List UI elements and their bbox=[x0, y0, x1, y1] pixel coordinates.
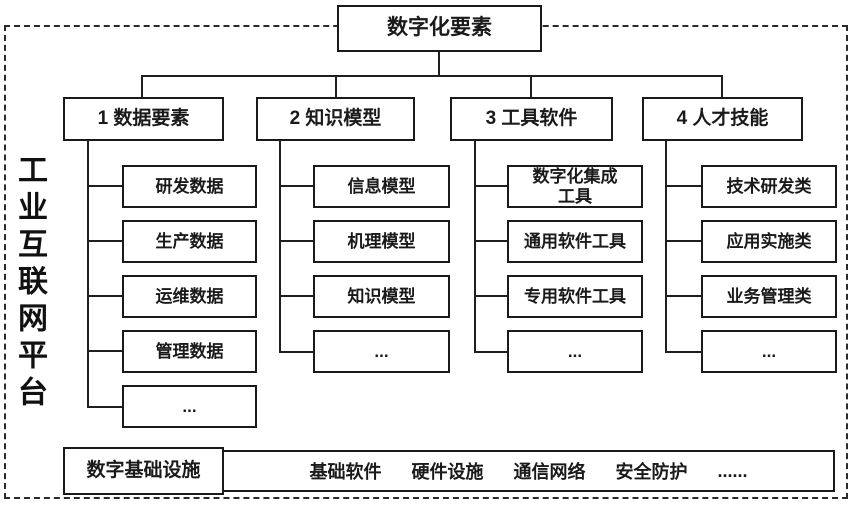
column-header-tool-software: 3 工具软件 bbox=[450, 97, 613, 141]
tree-node: 生产数据 bbox=[122, 220, 257, 263]
tree-node: 数字化集成 工具 bbox=[507, 165, 643, 208]
connector-line bbox=[87, 185, 123, 187]
platform-label: 工业互联网平台 bbox=[13, 153, 46, 413]
tree-node: 知识模型 bbox=[313, 275, 450, 318]
tree-node: 运维数据 bbox=[122, 275, 257, 318]
connector-line bbox=[87, 295, 123, 297]
connector-line bbox=[665, 351, 702, 353]
root-node: 数字化要素 bbox=[337, 5, 542, 52]
tree-node: 业务管理类 bbox=[701, 275, 837, 318]
connector-line bbox=[474, 141, 476, 353]
connector-line bbox=[279, 295, 314, 297]
connector-line bbox=[474, 295, 508, 297]
infrastructure-item: 安全防护 bbox=[615, 462, 688, 482]
infrastructure-item: ...... bbox=[717, 460, 748, 481]
connector-line bbox=[474, 240, 508, 242]
column-header-data-elements: 1 数据要素 bbox=[63, 97, 224, 141]
infrastructure-item: 硬件设施 bbox=[411, 462, 484, 482]
tree-node: ... bbox=[122, 385, 257, 428]
tree-node: ... bbox=[507, 330, 643, 373]
connector-line bbox=[721, 75, 723, 97]
connector-line bbox=[474, 351, 508, 353]
tree-node: 专用软件工具 bbox=[507, 275, 643, 318]
connector-line bbox=[141, 75, 143, 97]
infrastructure-items-box: 基础软件 硬件设施 通信网络 安全防护 ...... bbox=[222, 450, 835, 492]
tree-node: ... bbox=[701, 330, 837, 373]
infrastructure-label-box: 数字基础设施 bbox=[63, 447, 224, 495]
column-header-knowledge-models: 2 知识模型 bbox=[256, 97, 415, 141]
connector-line bbox=[665, 141, 667, 353]
tree-node: 技术研发类 bbox=[701, 165, 837, 208]
connector-line bbox=[141, 75, 723, 77]
connector-line bbox=[279, 141, 281, 353]
tree-node: ... bbox=[313, 330, 450, 373]
tree-node: 通用软件工具 bbox=[507, 220, 643, 263]
tree-node: 应用实施类 bbox=[701, 220, 837, 263]
connector-line bbox=[438, 52, 440, 76]
connector-line bbox=[279, 351, 314, 353]
connector-line bbox=[530, 75, 532, 97]
connector-line bbox=[87, 350, 123, 352]
tree-node: 信息模型 bbox=[313, 165, 450, 208]
connector-line bbox=[87, 240, 123, 242]
connector-line bbox=[87, 406, 123, 408]
connector-line bbox=[665, 240, 702, 242]
tree-node: 机理模型 bbox=[313, 220, 450, 263]
infrastructure-item: 通信网络 bbox=[513, 462, 586, 482]
connector-line bbox=[474, 185, 508, 187]
connector-line bbox=[665, 295, 702, 297]
connector-line bbox=[279, 185, 314, 187]
column-header-talent-skills: 4 人才技能 bbox=[642, 97, 803, 141]
connector-line bbox=[335, 75, 337, 97]
infrastructure-item: 基础软件 bbox=[309, 462, 382, 482]
connector-line bbox=[279, 240, 314, 242]
tree-node: 管理数据 bbox=[122, 330, 257, 373]
connector-line bbox=[665, 185, 702, 187]
connector-line bbox=[87, 141, 89, 408]
tree-node: 研发数据 bbox=[122, 165, 257, 208]
